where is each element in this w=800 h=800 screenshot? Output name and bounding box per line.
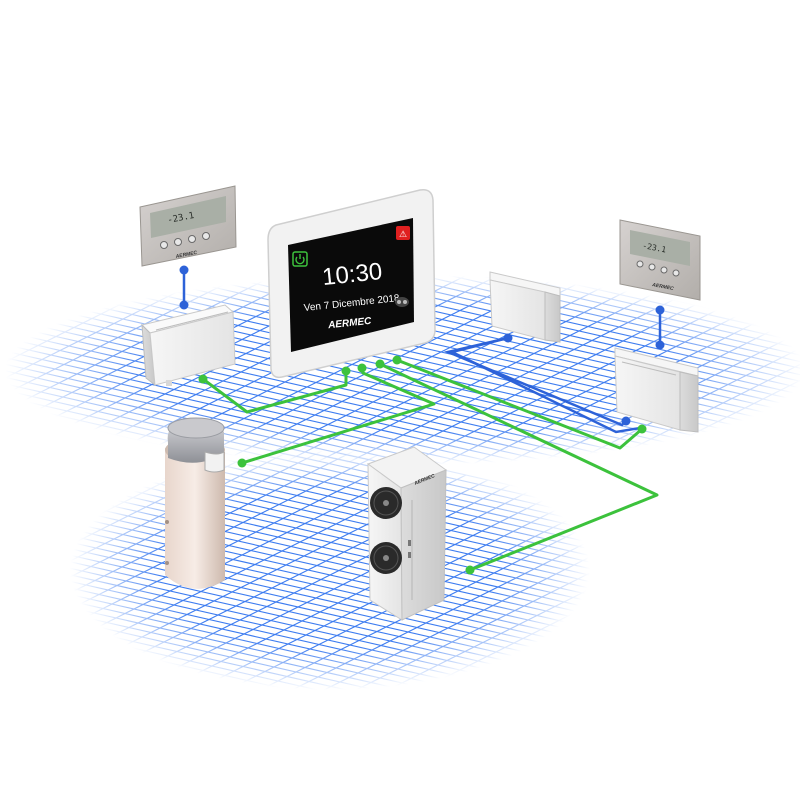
fan-bottom-icon	[370, 542, 402, 574]
alarm-icon[interactable]: ⚠	[396, 226, 410, 240]
water-link-left-fancoil	[203, 371, 346, 412]
grid-line	[721, 378, 800, 612]
cycle-icon[interactable]	[395, 297, 409, 307]
fan-top-icon	[370, 487, 402, 519]
fan-coil-right-back	[490, 272, 560, 342]
outdoor-heat-pump: AERMEC	[368, 447, 446, 620]
grid-line	[0, 493, 734, 693]
hot-water-tank	[165, 418, 225, 589]
svg-text:⚠: ⚠	[399, 230, 407, 240]
